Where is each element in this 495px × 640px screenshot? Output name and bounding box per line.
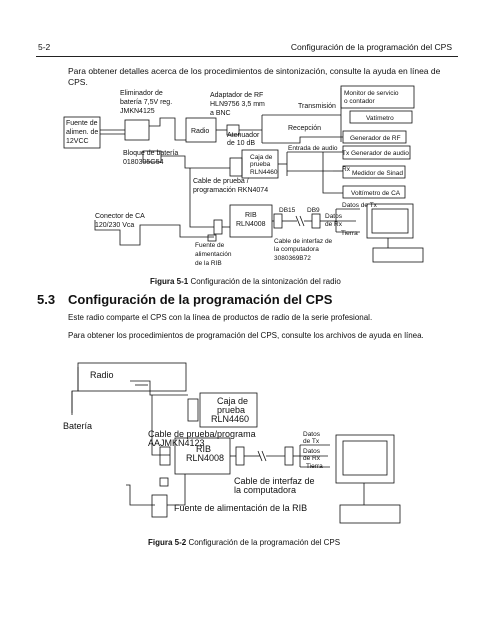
adapt-label-3: a BNC xyxy=(210,110,231,117)
bateria-label: Batería xyxy=(63,421,92,431)
gen-audio-label: Generador de audio xyxy=(351,150,409,157)
fuente-rib-label-2: alimentación xyxy=(195,251,232,258)
cable2-label-1: Cable de prueba/programa xyxy=(148,429,256,439)
datos-tx2-label-1: Datos xyxy=(303,431,321,438)
computer-keyboard-2 xyxy=(339,504,401,524)
entrada-audio-label: Entrada de audio xyxy=(288,145,338,152)
section-paragraph-2: Para obtener los procedimientos de progr… xyxy=(68,331,424,340)
battery-block xyxy=(142,150,162,163)
intro-paragraph: Para obtener detalles acerca de los proc… xyxy=(68,66,441,87)
radio-label: Radio xyxy=(191,128,209,135)
caja2-label-2: prueba xyxy=(217,405,245,415)
rib-label-1: RIB xyxy=(245,212,257,219)
adapt-label-2: HLN9756 3,5 mm xyxy=(210,101,265,108)
caja-label-3: RLN4460 xyxy=(250,169,278,176)
section-number: 5.3 xyxy=(37,292,56,307)
datos-rx2-label-2: de Rx xyxy=(303,455,321,462)
fuente-box xyxy=(63,116,101,149)
sinad-label: Medidor de Sinad xyxy=(352,170,403,177)
interfaz-label-3: 3080369B72 xyxy=(274,255,311,262)
gen-rf-box xyxy=(342,130,407,144)
rx-label: Rx xyxy=(342,166,351,173)
monitor-label-1: Monitor de servicio xyxy=(344,90,399,97)
figure-5-1-caption-label: Figura 5-1 xyxy=(150,277,189,286)
figure-5-2-caption-text: Configuración de la programación del CPS xyxy=(186,538,341,547)
elim-label-1: Eliminador de xyxy=(120,90,163,97)
conector-label-2: 120/230 Vca xyxy=(95,222,134,229)
monitor-box xyxy=(340,85,415,109)
db15-label: DB15 xyxy=(279,207,296,214)
datos-rx-label-2: de Rx xyxy=(325,221,343,228)
recepcion-label: Recepción xyxy=(288,125,321,132)
figure-5-2-caption: Figura 5-2 Configuración de la programac… xyxy=(148,537,340,548)
interfaz2-label-2: la computadora xyxy=(234,485,296,495)
computer-monitor-2 xyxy=(335,434,395,484)
conector-label-1: Conector de CA xyxy=(95,213,145,220)
test-box-2 xyxy=(199,392,258,428)
figure-5-2-diagram: Radio Batería Caja de prueba RLN4460 Cab… xyxy=(63,362,401,524)
computer-monitor xyxy=(366,203,414,239)
computer-keyboard xyxy=(372,247,424,263)
rib-label-2: RLN4008 xyxy=(236,221,266,228)
figure-5-2-caption-label: Figura 5-2 xyxy=(148,538,187,547)
voltimetro-box xyxy=(342,185,406,199)
bloque-label-1: Bloque de batería xyxy=(123,150,178,157)
cable-label-2: programación RKN4074 xyxy=(193,187,268,194)
caja2-label-1: Caja de xyxy=(217,396,248,406)
db9-label: DB9 xyxy=(307,207,320,214)
tierra2-label: Tierra xyxy=(306,463,323,470)
caja-label-1: Caja de xyxy=(250,154,273,161)
monitor-label-2: o contador xyxy=(344,98,376,105)
gen-audio-box xyxy=(342,145,411,160)
datos-tx-label: Datos de Tx xyxy=(342,202,378,209)
radio-label-2: Radio xyxy=(90,370,114,380)
cable-label-1: Cable de prueba / xyxy=(193,178,249,185)
caja-label-2: prueba xyxy=(250,161,271,168)
aten-label-1: Atenuador xyxy=(227,132,260,139)
aten-label-2: de 10 dB xyxy=(227,140,255,147)
fuente-label-2: alimen. de xyxy=(66,129,98,136)
caja2-label-3: RLN4460 xyxy=(211,414,249,424)
eliminador-box xyxy=(124,119,150,141)
fuente-rib-label-1: Fuente de xyxy=(195,242,225,249)
adapt-label-1: Adaptador de RF xyxy=(210,92,263,99)
rib-power-2 xyxy=(151,494,168,518)
tierra-label: Tierra xyxy=(341,230,358,237)
figure-5-1-diagram: Fuente de alimen. de 12VCC Eliminador de… xyxy=(63,85,424,267)
section-paragraph-1: Este radio comparte el CPS con la línea … xyxy=(68,313,373,322)
fuente-rib2-label: Fuente de alimentación de la RIB xyxy=(174,503,307,513)
tx-label: Tx xyxy=(342,150,350,157)
chapter-title: Configuración de la programación del CPS xyxy=(290,42,452,52)
voltimetro-label: Voltímetro de CA xyxy=(351,190,401,197)
sinad-box xyxy=(342,165,406,179)
figure-5-1-caption: Figura 5-1 Configuración de la sintoniza… xyxy=(150,276,341,287)
fuente-rib-label-3: de la RIB xyxy=(195,260,222,267)
elim-label-3: JMKN4125 xyxy=(120,108,155,115)
cable2-label-2: AAJMKN4123 xyxy=(148,438,205,448)
bloque-label-2: 0180305G54 xyxy=(123,159,164,166)
rib2-label-1: RIB xyxy=(196,444,211,454)
page-number: 5-2 xyxy=(38,42,51,52)
elim-label-2: batería 7,5V reg. xyxy=(120,99,172,106)
transmision-label: Transmisión xyxy=(298,103,336,110)
gen-rf-label: Generador de RF xyxy=(350,135,401,142)
interfaz2-label-1: Cable de interfaz de xyxy=(234,476,315,486)
datos-rx2-label-1: Datos xyxy=(303,448,321,455)
vatimetro-label: Vatímetro xyxy=(366,115,394,122)
interfaz-label-1: Cable de interfaz de xyxy=(274,238,333,245)
datos-tx2-label-2: de Tx xyxy=(303,438,320,445)
rib2-label-2: RLN4008 xyxy=(186,453,224,463)
interfaz-label-2: la computadora xyxy=(274,246,319,253)
section-title: Configuración de la programación del CPS xyxy=(68,292,333,307)
figure-5-1-caption-text: Configuración de la sintonización del ra… xyxy=(188,277,341,286)
datos-rx-label-1: Datos xyxy=(325,213,343,220)
header-rule xyxy=(36,56,458,57)
vatimetro-box xyxy=(349,110,413,124)
fuente-label-1: Fuente de xyxy=(66,120,98,127)
fuente-label-3: 12VCC xyxy=(66,138,89,145)
